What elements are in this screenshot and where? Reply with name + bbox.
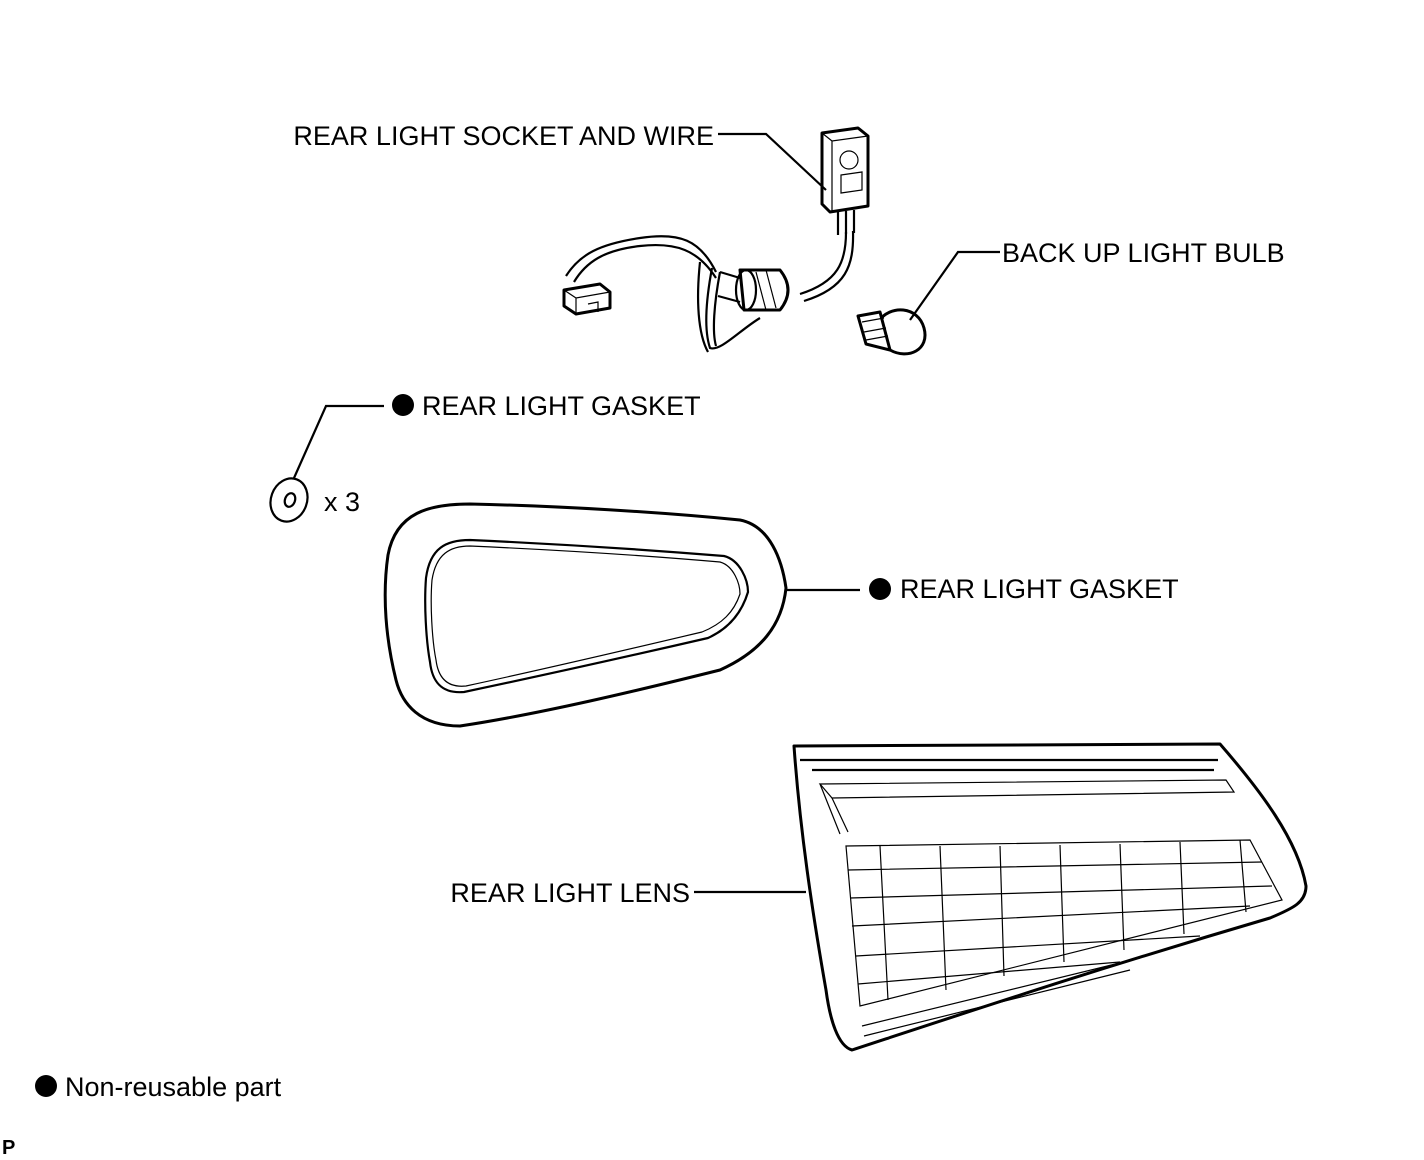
label-bulb: BACK UP LIGHT BULB (1002, 238, 1285, 268)
large-gasket-drawing (383, 502, 788, 728)
label-large-gasket: REAR LIGHT GASKET (900, 574, 1179, 604)
legend: Non-reusable part (35, 1072, 282, 1102)
label-socket-wire: REAR LIGHT SOCKET AND WIRE (293, 121, 714, 151)
legend-text: Non-reusable part (65, 1072, 282, 1102)
small-gasket-drawing (269, 477, 309, 523)
non-reusable-marker-large-gasket (869, 578, 891, 600)
label-quantity: x 3 (324, 487, 360, 517)
bulb-drawing (856, 308, 927, 356)
leader-lines (292, 132, 1000, 894)
label-small-gasket: REAR LIGHT GASKET (422, 391, 701, 421)
socket-and-wire-drawing (562, 126, 870, 353)
label-lens: REAR LIGHT LENS (450, 878, 690, 908)
non-reusable-marker-small-gasket (392, 394, 414, 416)
figure-code: P (2, 1137, 15, 1159)
legend-marker (35, 1075, 57, 1097)
lens-drawing (792, 742, 1308, 1052)
